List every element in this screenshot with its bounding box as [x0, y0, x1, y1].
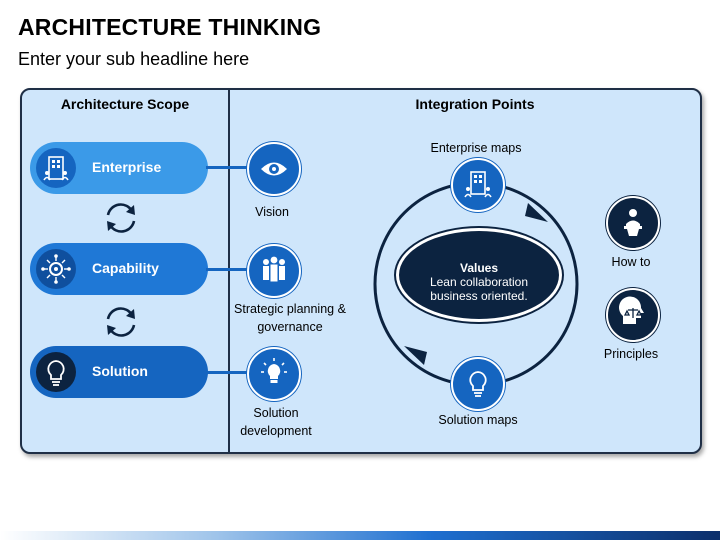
principles-caption: Principles: [603, 347, 659, 361]
scope-pill-enterprise: Enterprise: [30, 142, 208, 194]
lightbulb-icon: [451, 357, 505, 411]
building-icon: [451, 158, 505, 212]
strategic-planning-caption: Strategic planning & governance: [234, 302, 346, 334]
scope-label-enterprise: Enterprise: [92, 159, 162, 175]
connector-line: [206, 371, 252, 374]
solution-development-caption: Solution development: [240, 406, 312, 438]
scope-pill-solution: Solution: [30, 346, 208, 398]
solution-maps-label: Solution maps: [438, 413, 518, 427]
panel-divider: [228, 90, 230, 452]
speaker-podium-icon: [606, 196, 660, 250]
cycle-arrows-icon: [106, 203, 136, 233]
page-subtitle: Enter your sub headline here: [18, 49, 250, 69]
connector-line: [206, 268, 252, 271]
head-scales-icon: [606, 288, 660, 342]
scope-label-solution: Solution: [92, 363, 148, 379]
values-line2: business oriented.: [430, 289, 528, 303]
lightbulb-icon: [247, 347, 301, 401]
values-title: Values: [459, 261, 499, 275]
scope-pill-capability: Capability: [30, 243, 208, 295]
gear-network-icon: [36, 249, 76, 289]
vision-caption: Vision: [255, 205, 289, 219]
architecture-scope-heading: Architecture Scope: [60, 96, 190, 112]
page-title: ARCHITECTURE THINKING: [18, 14, 322, 40]
integration-points-heading: Integration Points: [415, 96, 535, 112]
enterprise-maps-label: Enterprise maps: [430, 141, 522, 155]
scope-label-capability: Capability: [92, 260, 159, 276]
connector-line: [206, 166, 252, 169]
lightbulb-icon: [36, 352, 76, 392]
how-to-caption: How to: [611, 255, 651, 269]
building-icon: [36, 148, 76, 188]
cycle-arrows-icon: [106, 307, 136, 337]
eye-icon: [247, 142, 301, 196]
footer-gradient-bar: [0, 531, 720, 540]
team-icon: [247, 244, 301, 298]
values-line1: Lean collaboration: [429, 275, 529, 289]
values-center: Values Lean collaboration business orien…: [396, 228, 562, 322]
